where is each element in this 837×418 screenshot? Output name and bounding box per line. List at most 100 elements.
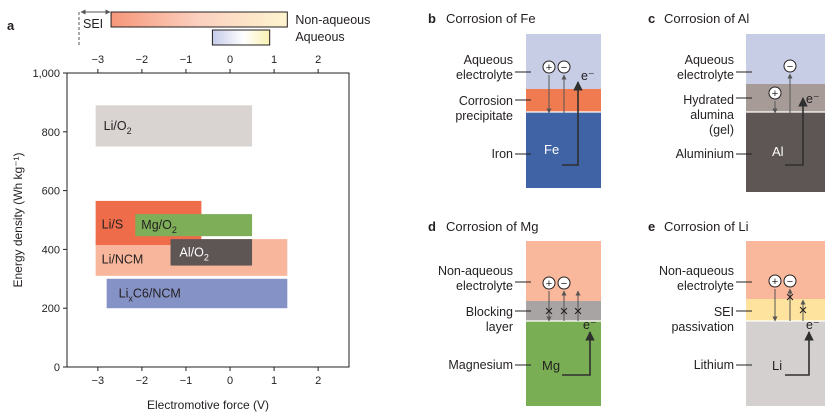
panel-e-letter: e <box>648 219 655 234</box>
aqueous-label: Aqueous <box>295 30 344 44</box>
y-axis-label: Energy density (Wh kg⁻¹) <box>11 152 25 287</box>
al-label-electrolyte-2: electrolyte <box>677 68 734 82</box>
li-label-electrolyte-2: electrolyte <box>677 279 734 293</box>
panel-d-letter: d <box>428 219 436 234</box>
al-label-alumina-3: (gel) <box>709 123 734 137</box>
mg-label-magnesium: Magnesium <box>448 358 513 372</box>
fe-label-iron: Iron <box>491 147 513 161</box>
fe-minus-ion: − <box>557 60 571 74</box>
al-metal-label: Al <box>772 144 784 159</box>
mg-label-electrolyte-2: electrolyte <box>456 279 513 293</box>
top-tick-label: 0 <box>227 54 233 66</box>
svg-text:+: + <box>546 62 552 74</box>
svg-text:−: − <box>561 278 567 290</box>
mg-plus-ion: + <box>542 276 556 290</box>
al-plus-ion: + <box>768 86 782 100</box>
nonaqueous-label: Non-aqueous <box>295 13 370 27</box>
top-tick-label: −1 <box>180 54 193 66</box>
x-tick-label: 1 <box>271 375 277 387</box>
al-aqueous-layer <box>746 34 825 84</box>
li-metal-layer <box>746 321 825 406</box>
mg-block-cross-2: × <box>560 303 569 320</box>
system-bar-lio2 <box>95 105 253 147</box>
al-electron-arrow <box>785 97 808 166</box>
mg-metal-label: Mg <box>542 358 560 373</box>
fe-label-precipitate-1: Corrosion <box>459 94 513 108</box>
li-electron-arrow <box>785 331 814 376</box>
li-sei-layer <box>746 299 825 321</box>
panel-c-letter: c <box>648 11 655 26</box>
panel-a-letter: a <box>7 18 15 33</box>
fe-label-electrolyte-1: Aqueous <box>464 53 513 67</box>
y-tick-label: 600 <box>42 186 60 198</box>
x-tick-label: 2 <box>315 375 321 387</box>
mg-block-cross-1: × <box>545 303 554 320</box>
mg-minus-ion: − <box>557 276 571 290</box>
li-label-lithium: Lithium <box>694 358 734 372</box>
mg-electron-label: e⁻ <box>583 318 597 332</box>
fe-metal-label: Fe <box>544 142 559 157</box>
y-tick-label: 200 <box>42 303 60 315</box>
al-minus-ion: − <box>783 59 797 73</box>
x-axis-label: Electromotive force (V) <box>147 398 269 412</box>
panel-d-title: Corrosion of Mg <box>446 219 538 234</box>
panel-b-title: Corrosion of Fe <box>446 11 536 26</box>
li-plus-ion: + <box>768 274 782 288</box>
panel-c-title: Corrosion of Al <box>664 11 749 26</box>
fe-iron-layer <box>526 112 601 188</box>
system-bar-mgo2 <box>135 214 253 237</box>
al-label-alumina-2: alumina <box>690 108 734 122</box>
al-label-aluminium: Aluminium <box>676 147 734 161</box>
panel-e-title: Corrosion of Li <box>664 219 749 234</box>
li-label-electrolyte-1: Non-aqueous <box>659 264 734 278</box>
sei-label: SEI <box>83 17 103 31</box>
system-label: Li/S <box>102 217 124 231</box>
aqueous-window-bar <box>211 29 271 46</box>
system-bar-alo2 <box>170 239 253 266</box>
x-tick-label: −1 <box>180 375 193 387</box>
x-tick-label: −3 <box>92 375 105 387</box>
al-metal-layer <box>746 112 825 192</box>
fe-label-precipitate-2: precipitate <box>455 109 513 123</box>
fe-electron-arrow <box>562 81 583 166</box>
y-tick-label: 800 <box>42 127 60 139</box>
x-tick-label: −2 <box>136 375 149 387</box>
fe-electron-label: e⁻ <box>581 69 595 83</box>
top-tick-label: 2 <box>315 54 321 66</box>
system-label: Al/O2 <box>180 245 209 262</box>
li-sei-cross-1: × <box>786 289 795 306</box>
system-label: Li/NCM <box>102 253 144 267</box>
li-label-sei-2: passivation <box>671 320 734 334</box>
system-label: Mg/O2 <box>141 218 177 235</box>
y-tick-label: 1,000 <box>32 68 60 80</box>
system-bar-lixc6ncm <box>106 278 288 309</box>
plot-frame <box>66 72 350 368</box>
li-label-sei-1: SEI <box>714 305 734 319</box>
mg-block-cross-3: × <box>574 303 583 320</box>
svg-text:−: − <box>787 61 793 73</box>
x-tick-label: 0 <box>227 375 233 387</box>
al-electron-label: e⁻ <box>806 92 820 106</box>
y-tick-label: 0 <box>54 362 60 374</box>
fe-label-electrolyte-2: electrolyte <box>456 68 513 82</box>
y-tick-label: 400 <box>42 244 60 256</box>
panel-b-letter: b <box>428 11 436 26</box>
li-metal-label: Li <box>772 358 782 373</box>
li-electron-label: e⁻ <box>806 318 820 332</box>
svg-text:−: − <box>787 276 793 288</box>
svg-text:+: + <box>772 88 778 100</box>
fe-plus-ion: + <box>542 60 556 74</box>
svg-text:−: − <box>561 62 567 74</box>
top-tick-label: −2 <box>136 54 149 66</box>
mg-label-blocking-2: layer <box>486 320 513 334</box>
al-alumina-layer <box>746 84 825 112</box>
top-tick-label: −3 <box>92 54 105 66</box>
al-label-electrolyte-1: Aqueous <box>685 53 734 67</box>
mg-electron-arrow <box>562 331 595 376</box>
li-sei-cross-2: × <box>799 302 808 319</box>
al-label-alumina-1: Hydrated <box>683 93 734 107</box>
nonaqueous-window-bar <box>110 11 288 28</box>
li-minus-ion: − <box>783 274 797 288</box>
